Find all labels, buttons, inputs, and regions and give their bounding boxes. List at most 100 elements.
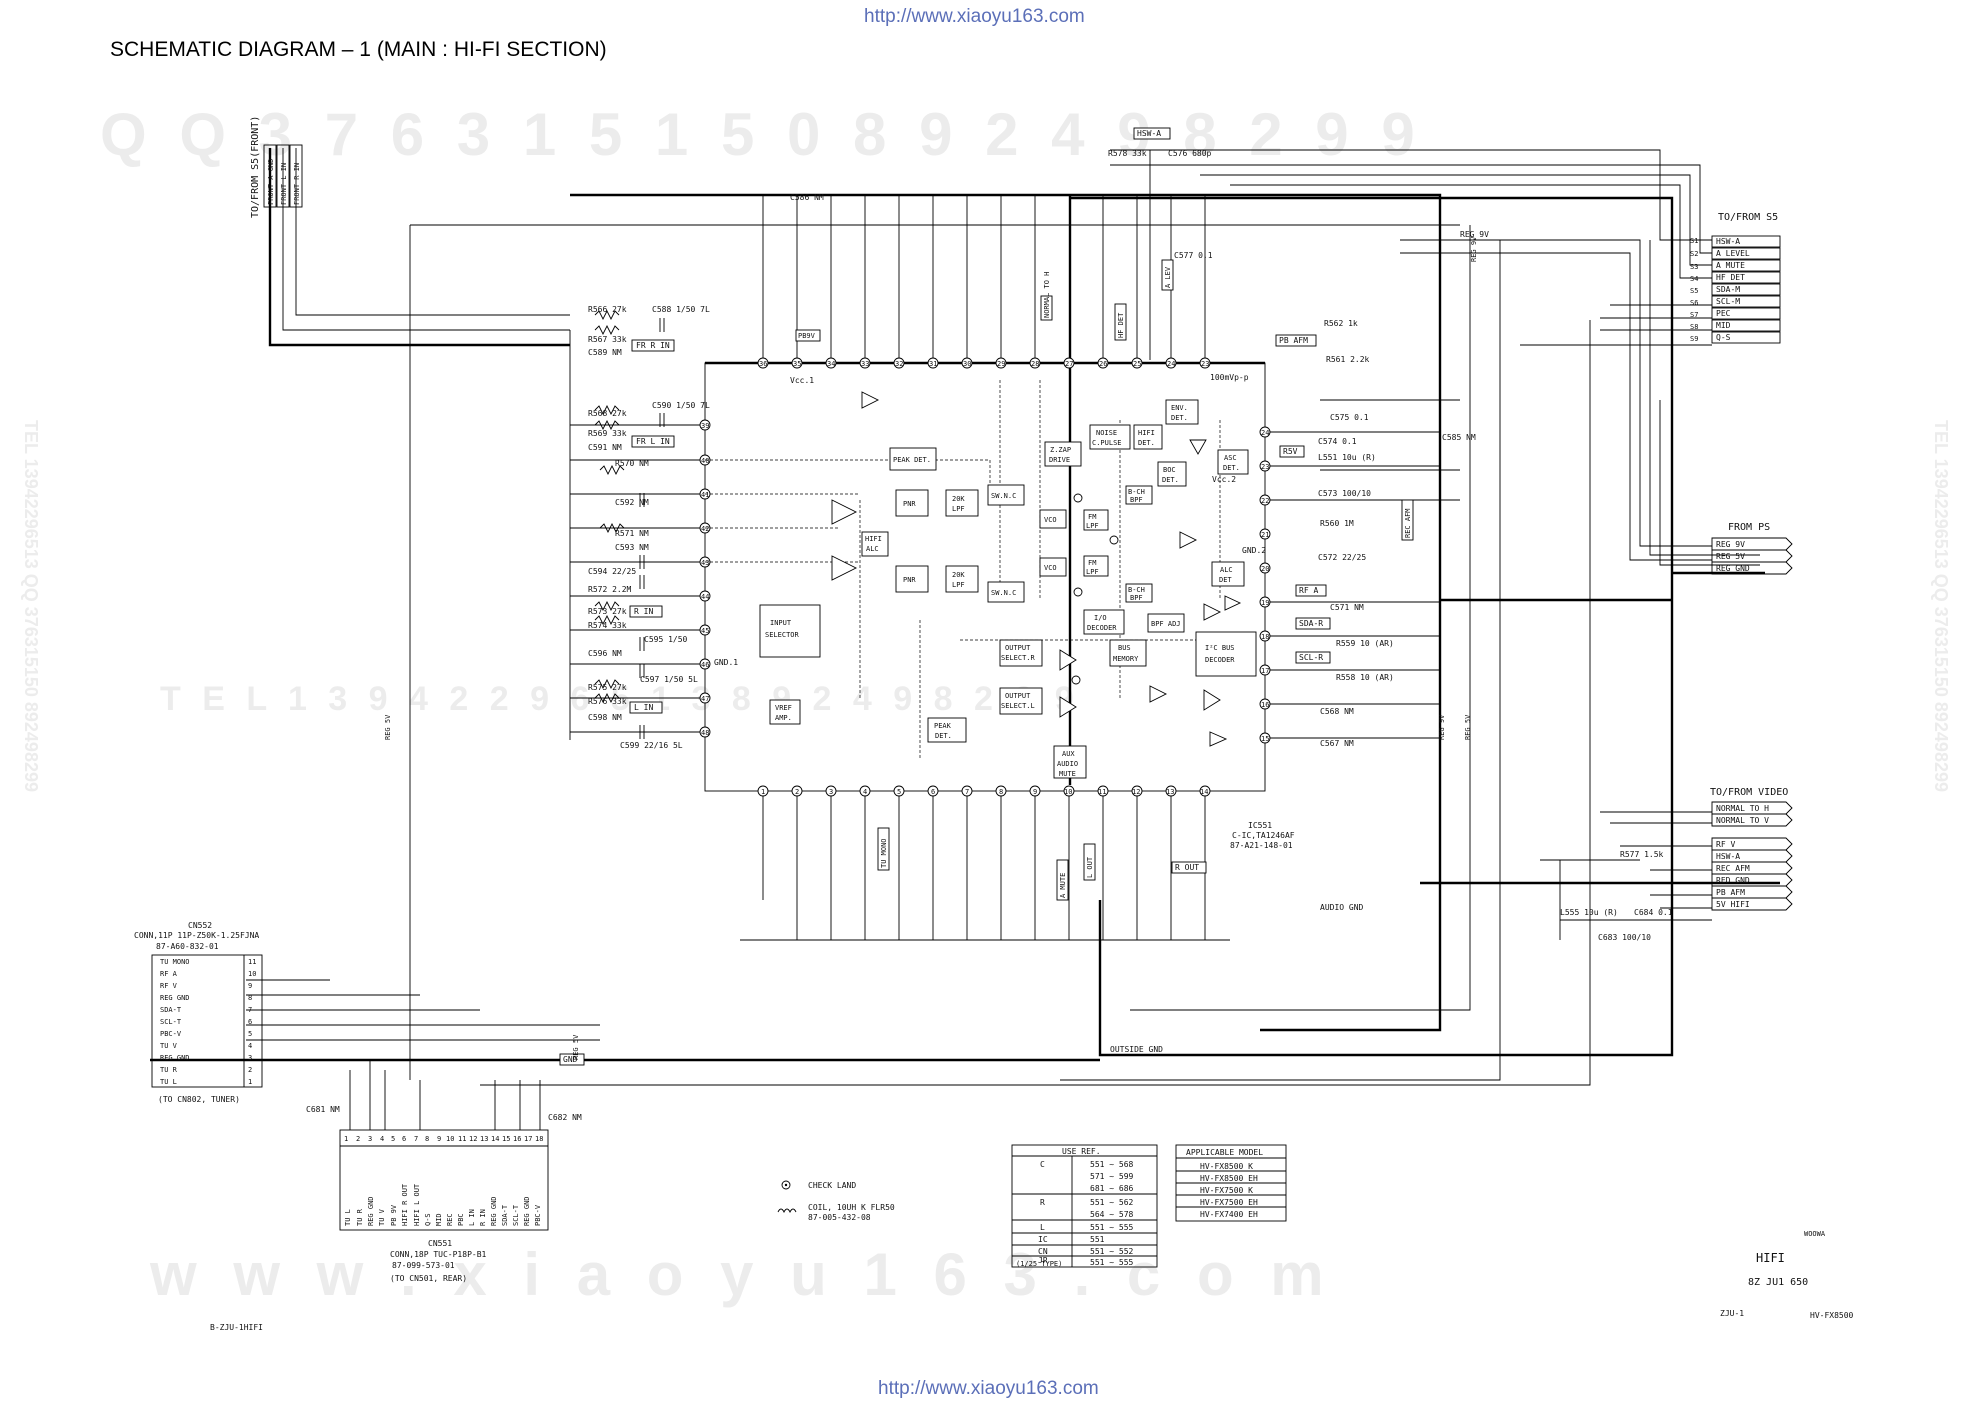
svg-text:MEMORY: MEMORY bbox=[1113, 655, 1139, 663]
ic551-outline bbox=[704, 361, 1266, 792]
c589-label: C589 NM bbox=[588, 348, 622, 357]
ic-pin: 26 bbox=[1097, 357, 1109, 369]
watermark-top: Q Q 3 7 6 3 1 5 1 5 0 8 9 2 4 9 8 2 9 9 bbox=[100, 101, 1423, 168]
reg9v-top-label: REG 9V bbox=[1460, 230, 1489, 239]
c576-label: C576 680p bbox=[1168, 149, 1212, 158]
svg-text:5: 5 bbox=[391, 1135, 395, 1143]
svg-text:A LEV: A LEV bbox=[1164, 266, 1172, 288]
c598-label: C598 NM bbox=[588, 713, 622, 722]
source-url-top[interactable]: http://www.xiaoyu163.com bbox=[864, 6, 1085, 27]
ic-pin: 2 bbox=[791, 785, 803, 797]
ic-pin: 14 bbox=[1199, 785, 1211, 797]
amp-triangle bbox=[861, 391, 880, 409]
svg-text:REG GND: REG GND bbox=[523, 1196, 531, 1226]
fr-r-in-net: FR R IN bbox=[631, 339, 675, 352]
svg-text:ALC: ALC bbox=[866, 545, 879, 553]
svg-text:10: 10 bbox=[446, 1135, 454, 1143]
legend-check-land: CHECK LAND bbox=[808, 1181, 856, 1190]
svg-text:FM: FM bbox=[1088, 513, 1096, 521]
svg-text:A MUTE: A MUTE bbox=[1716, 261, 1745, 270]
svg-text:DET.: DET. bbox=[1162, 476, 1179, 484]
svg-text:20: 20 bbox=[1261, 565, 1269, 573]
left-component-labels: R566 27k C588 1/50 7L R567 33k C589 NM R… bbox=[588, 305, 710, 750]
video-pin-row: HSW-A bbox=[1711, 849, 1793, 863]
svg-text:HV-FX7500 K: HV-FX7500 K bbox=[1200, 1186, 1253, 1195]
ic-identification: IC551 C-IC,TA1246AF 87-A21-148-01 bbox=[1230, 821, 1295, 850]
svg-text:4: 4 bbox=[380, 1135, 384, 1143]
svg-text:14: 14 bbox=[1200, 788, 1208, 796]
s5-connector-title: TO/FROM S5 bbox=[1718, 212, 1778, 223]
svg-text:43: 43 bbox=[701, 559, 709, 567]
svg-text:13: 13 bbox=[480, 1135, 488, 1143]
svg-text:7: 7 bbox=[248, 1006, 252, 1014]
r571-label: R571 NM bbox=[615, 529, 649, 538]
watermark-middle: T E L 1 3 9 4 2 2 9 6 5 1 3 8 9 2 4 9 8 … bbox=[160, 680, 1080, 718]
page-title: SCHEMATIC DIAGRAM – 1 (MAIN : HI-FI SECT… bbox=[110, 38, 607, 61]
svg-text:23: 23 bbox=[1261, 463, 1269, 471]
model-label: HV-FX8500 bbox=[1810, 1311, 1854, 1320]
c682-label: C682 NM bbox=[548, 1113, 582, 1122]
svg-text:RF A: RF A bbox=[160, 970, 178, 978]
ic-pin: 46 bbox=[699, 658, 711, 670]
svg-text:Q-S: Q-S bbox=[1716, 333, 1731, 342]
r-in-net: R IN bbox=[629, 605, 663, 618]
svg-text:BPF: BPF bbox=[1130, 496, 1143, 504]
source-url-bottom[interactable]: http://www.xiaoyu163.com bbox=[878, 1378, 1099, 1399]
check-land-icon bbox=[781, 1180, 791, 1190]
svg-text:LPF: LPF bbox=[952, 581, 965, 589]
brand-mark: WOOWA bbox=[1804, 1230, 1826, 1238]
rsv-net: R5V bbox=[1279, 445, 1305, 458]
svg-text:44: 44 bbox=[701, 593, 709, 601]
cn552-title: CN552 bbox=[188, 921, 212, 930]
ic-pin: 30 bbox=[961, 357, 973, 369]
r577-label: R577 1.5k bbox=[1620, 850, 1664, 859]
ic-pin: 33 bbox=[859, 357, 871, 369]
ic-pin: 29 bbox=[995, 357, 1007, 369]
svg-text:SDA-M: SDA-M bbox=[1716, 285, 1740, 294]
model-row: HV-FX8500 EH bbox=[1200, 1174, 1258, 1183]
ic-pin: 8 bbox=[995, 785, 1007, 797]
svg-text:18: 18 bbox=[535, 1135, 543, 1143]
svg-text:8: 8 bbox=[248, 994, 252, 1002]
svg-text:VCO: VCO bbox=[1044, 516, 1057, 524]
svg-text:FR R IN: FR R IN bbox=[636, 341, 670, 350]
svg-text:DECODER: DECODER bbox=[1087, 624, 1117, 632]
use-ref-row: 571 ~ 599 bbox=[1090, 1172, 1134, 1181]
svg-text:34: 34 bbox=[827, 360, 835, 368]
c592-label: C592 NM bbox=[615, 498, 649, 507]
ic-pin: 24 bbox=[1259, 426, 1271, 438]
svg-text:PEC: PEC bbox=[1716, 309, 1731, 318]
svg-text:RF V: RF V bbox=[160, 982, 178, 990]
svg-text:Q-S: Q-S bbox=[424, 1213, 432, 1226]
svg-text:TU V: TU V bbox=[160, 1042, 178, 1050]
svg-text:6: 6 bbox=[402, 1135, 406, 1143]
r-out-net: R OUT bbox=[1171, 861, 1207, 874]
svg-text:B-CH: B-CH bbox=[1128, 488, 1145, 496]
c599-label: C599 22/16 5L bbox=[620, 741, 683, 750]
cn551-note: (TO CN501, REAR) bbox=[390, 1274, 467, 1283]
video-pin-row: REC AFM bbox=[1711, 861, 1793, 875]
svg-text:24: 24 bbox=[1167, 360, 1175, 368]
ic-pin: 5 bbox=[893, 785, 905, 797]
ic-pin: 25 bbox=[1131, 357, 1143, 369]
amp-triangle bbox=[1189, 439, 1207, 455]
r569-label: R569 33k bbox=[588, 429, 627, 438]
svg-text:TU V: TU V bbox=[378, 1208, 386, 1226]
c571-label: C571 NM bbox=[1330, 603, 1364, 612]
svg-text:PBC: PBC bbox=[457, 1213, 465, 1226]
legend-coil-part: 87-005-432-08 bbox=[808, 1213, 871, 1222]
svg-text:3: 3 bbox=[248, 1054, 252, 1062]
